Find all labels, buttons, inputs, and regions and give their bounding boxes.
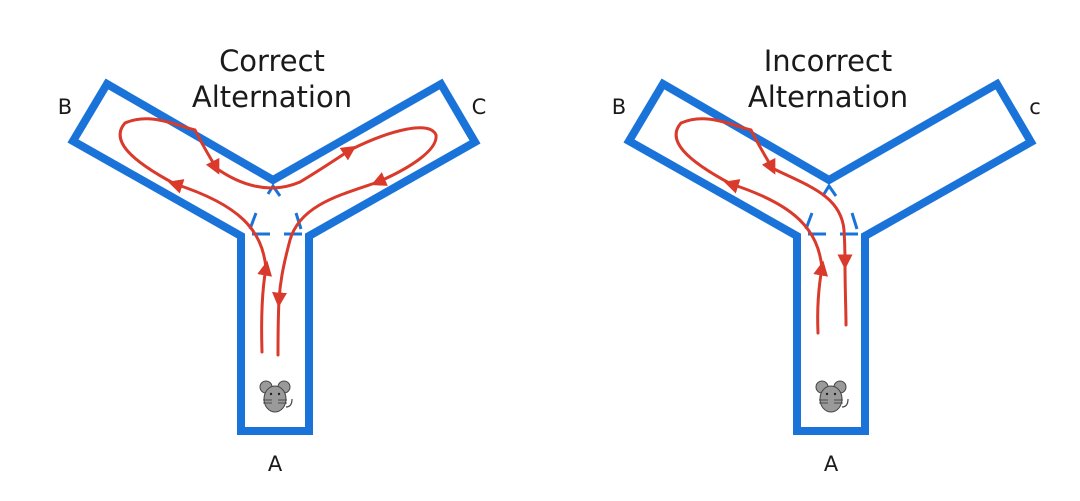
zone-divider-lines [804, 183, 859, 236]
panel-correct-alternation: Correct Alternation B C A [58, 44, 487, 476]
arm-label-c: C [472, 95, 487, 119]
arm-label-b: B [58, 95, 72, 119]
panel-incorrect-alternation: Incorrect Alternation B c A [612, 44, 1041, 476]
arm-label-a: A [824, 452, 839, 476]
rat-path-trace [118, 117, 438, 357]
arm-label-a: A [268, 452, 283, 476]
panel-title-line2: Alternation [192, 80, 352, 114]
mouse-icon [259, 380, 293, 413]
panel-title-line1: Incorrect [764, 44, 892, 78]
arm-label-c: c [1029, 95, 1041, 119]
panel-title-line1: Correct [219, 44, 325, 78]
rat-path-trace [674, 117, 853, 335]
panel-title-line2: Alternation [748, 80, 908, 114]
mouse-icon [815, 380, 849, 413]
y-maze-outline [623, 78, 1037, 435]
arm-label-b: B [612, 95, 626, 119]
y-maze-outline [67, 78, 481, 435]
